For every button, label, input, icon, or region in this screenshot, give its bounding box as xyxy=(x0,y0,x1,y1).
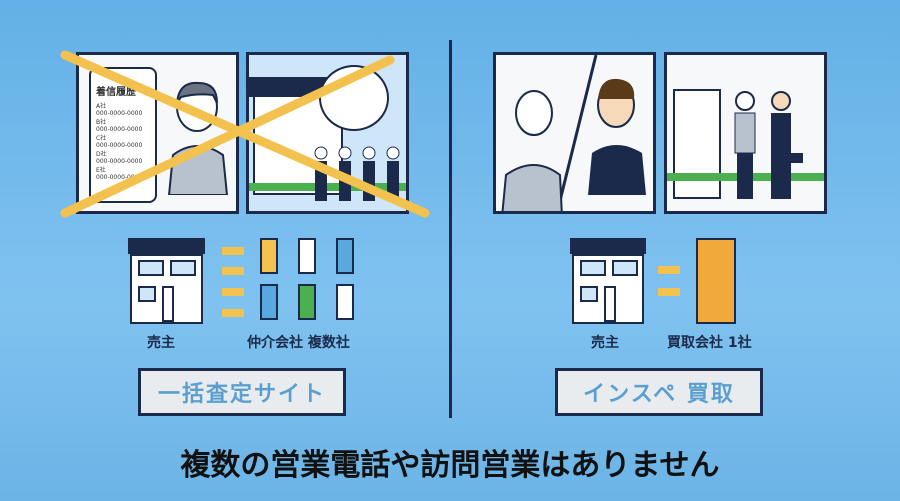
agent-building-icon xyxy=(336,284,354,320)
panel-single-visit xyxy=(664,52,827,214)
bulk-appraisal-site-button[interactable]: 一括査定サイト xyxy=(138,368,346,416)
agent-building-icon xyxy=(298,284,316,320)
call-history-title: 着信履歴 xyxy=(96,87,136,98)
seller-and-buyer-icon xyxy=(734,91,803,199)
phone-conversation-icon xyxy=(501,55,646,211)
arrow-left-icon xyxy=(222,288,244,296)
agent-building-icon xyxy=(260,284,278,320)
agents-label: 仲介会社 複数社 xyxy=(247,335,350,351)
seller-house-roof xyxy=(570,238,646,254)
panel-phone-conversation xyxy=(493,52,656,214)
arrow-left-icon xyxy=(222,309,244,317)
inspe-purchase-button[interactable]: インスペ 買取 xyxy=(555,368,763,416)
seller-label: 売主 xyxy=(147,335,175,351)
buyer-building-icon xyxy=(696,238,736,324)
arrow-right-icon xyxy=(658,266,680,274)
buyer-label: 買取会社 1社 xyxy=(667,335,752,351)
seller-label: 売主 xyxy=(591,335,619,351)
seller-house-icon xyxy=(130,254,203,324)
agent-building-icon xyxy=(260,238,278,274)
seller-house-icon xyxy=(572,254,644,324)
arrow-left-icon xyxy=(658,288,680,296)
cross-mark-icon xyxy=(60,50,430,218)
caption: 複数の営業電話や訪問営業はありません xyxy=(180,448,720,483)
arrow-left-icon xyxy=(222,267,244,275)
seller-house-roof xyxy=(128,238,205,254)
arrow-left-icon xyxy=(222,247,244,255)
divider xyxy=(449,40,452,418)
agent-building-icon xyxy=(298,238,316,274)
agent-building-icon xyxy=(336,238,354,274)
